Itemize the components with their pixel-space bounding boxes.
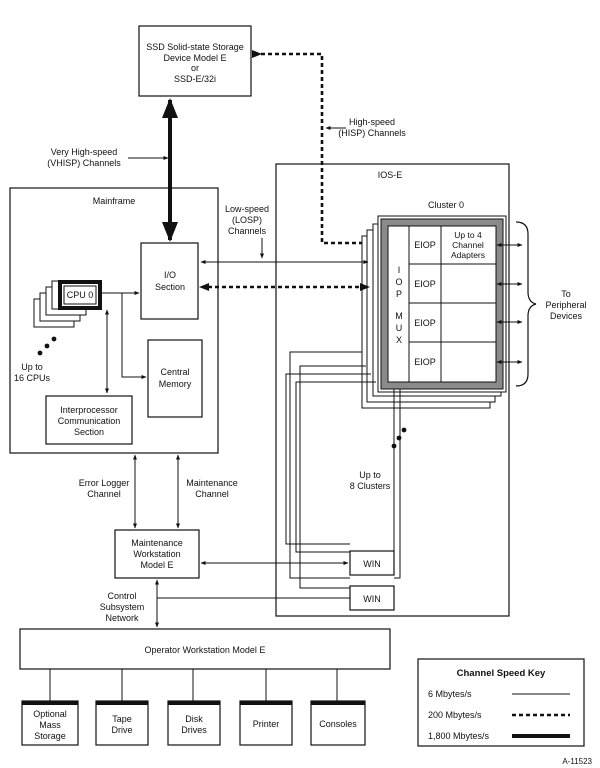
eiop-label-3: EIOP	[414, 318, 436, 328]
ssd-box: SSD Solid-state Storage Device Model E o…	[138, 25, 252, 97]
central-memory-label-line1: Central	[160, 367, 189, 377]
channel-speed-key: Channel Speed Key 6 Mbytes/s 200 Mbytes/…	[417, 658, 585, 747]
cpu-more-line2: 16 CPUs	[14, 373, 51, 383]
device-2-line2: Drive	[111, 725, 132, 735]
device-3-line2: Drives	[181, 725, 207, 735]
mux-letter-6: X	[396, 335, 402, 345]
device-1-line3: Storage	[34, 731, 66, 741]
hisp-label-line2: (HISP) Channels	[338, 128, 406, 138]
win-label-1: WIN	[363, 559, 381, 569]
peripheral-brace	[515, 221, 537, 387]
mainframe-title: Mainframe	[93, 196, 136, 206]
mux-letter-5: U	[396, 323, 403, 333]
mux-letter-2: O	[395, 277, 402, 287]
cluster-more-line2: 8 Clusters	[350, 481, 391, 491]
peripheral-label-line1: To	[561, 289, 571, 299]
central-memory-label-line2: Memory	[159, 379, 192, 389]
ssd-label-line1: SSD Solid-state Storage	[146, 42, 244, 52]
error-logger-label-line1: Error Logger	[79, 478, 130, 488]
cluster-more-line1: Up to	[359, 470, 381, 480]
adapters-label-line2: Channel	[452, 240, 484, 250]
device-printer: Printer	[239, 700, 293, 746]
interprocessor-label-line2: Communication	[58, 416, 121, 426]
mws-label-line1: Maintenance	[131, 538, 183, 548]
win-box-1: WIN	[349, 550, 395, 576]
losp-label-line3: Channels	[228, 226, 267, 236]
figure-id: A-11523	[562, 757, 592, 766]
mux-letter-4: M	[395, 311, 403, 321]
hisp-label-line1: High-speed	[349, 117, 395, 127]
mainframe-box	[9, 187, 219, 454]
device-2-line1: Tape	[112, 714, 132, 724]
device-3-line1: Disk	[185, 714, 203, 724]
adapters-label-line1: Up to 4	[454, 230, 482, 240]
win-label-2: WIN	[363, 594, 381, 604]
interprocessor-box: Interprocessor Communication Section	[45, 395, 133, 445]
cluster-stack: EIOP EIOP EIOP EIOP I O P M U X Up to 4 …	[361, 215, 507, 409]
device-mass-storage: Optional Mass Storage	[21, 700, 79, 746]
operator-workstation-box: Operator Workstation Model E	[19, 628, 391, 670]
adapters-label-line3: Adapters	[451, 250, 485, 260]
cpu-more-line1: Up to	[21, 362, 43, 372]
ssd-label-line4: SSD-E/32i	[174, 74, 216, 84]
control-network-label-line2: Subsystem	[100, 602, 145, 612]
ssd-label-line2: Device Model E	[163, 53, 226, 63]
losp-label-line1: Low-speed	[225, 204, 269, 214]
maintenance-channel-label-line1: Maintenance	[186, 478, 238, 488]
mux-letter-1: I	[398, 265, 401, 275]
losp-label-line2: (LOSP)	[232, 215, 262, 225]
key-item-1-label: 6 Mbytes/s	[428, 689, 472, 699]
key-item-3-label: 1,800 Mbytes/s	[428, 731, 490, 741]
error-logger-label-line2: Channel	[87, 489, 121, 499]
device-1-line1: Optional	[33, 709, 67, 719]
io-section-label-line2: Section	[155, 282, 185, 292]
vhisp-label-line1: Very High-speed	[51, 147, 118, 157]
control-network-label-line3: Network	[105, 613, 139, 623]
vhisp-label-line2: (VHISP) Channels	[47, 158, 121, 168]
device-disk-drives: Disk Drives	[167, 700, 221, 746]
hisp-channel-line	[254, 52, 374, 245]
ios-box	[275, 163, 510, 617]
io-section-label-line1: I/O	[164, 270, 176, 280]
interprocessor-label-line1: Interprocessor	[60, 405, 118, 415]
ios-title: IOS-E	[378, 170, 403, 180]
key-item-2-label: 200 Mbytes/s	[428, 710, 482, 720]
cluster-label: Cluster 0	[428, 200, 464, 210]
ows-label: Operator Workstation Model E	[145, 645, 266, 655]
peripheral-label-line2: Peripheral	[545, 300, 586, 310]
maintenance-workstation-box: Maintenance Workstation Model E	[114, 529, 200, 579]
io-section-box: I/O Section	[140, 242, 199, 320]
key-title: Channel Speed Key	[457, 668, 546, 679]
cpu-label: CPU 0	[67, 290, 94, 300]
cpu-stack: CPU 0 Up to 16 CPUs	[14, 280, 102, 383]
mux-letter-3: P	[396, 289, 402, 299]
eiop-label-1: EIOP	[414, 240, 436, 250]
win-box-2: WIN	[349, 585, 395, 611]
eiop-label-2: EIOP	[414, 279, 436, 289]
interprocessor-label-line3: Section	[74, 427, 104, 437]
device-1-line2: Mass	[39, 720, 61, 730]
eiop-label-4: EIOP	[414, 357, 436, 367]
central-memory-box: Central Memory	[147, 339, 203, 418]
device-consoles: Consoles	[310, 700, 366, 746]
device-4-line1: Printer	[253, 719, 280, 729]
mws-label-line3: Model E	[140, 560, 173, 570]
peripheral-label-line3: Devices	[550, 311, 583, 321]
maintenance-channel-label-line2: Channel	[195, 489, 229, 499]
ssd-label-line3: or	[191, 63, 199, 73]
device-5-line1: Consoles	[319, 719, 357, 729]
device-tape-drive: Tape Drive	[95, 700, 149, 746]
control-network-label-line1: Control	[107, 591, 136, 601]
mws-label-line2: Workstation	[133, 549, 180, 559]
